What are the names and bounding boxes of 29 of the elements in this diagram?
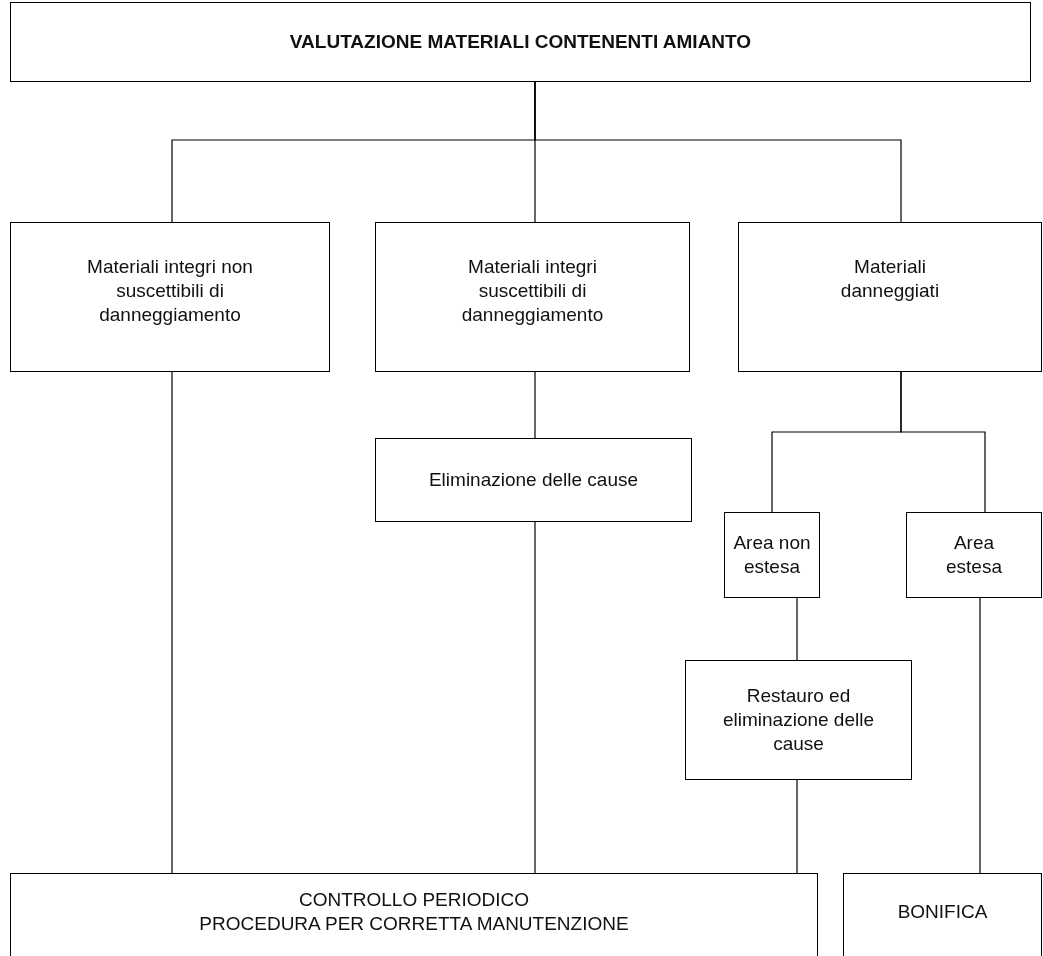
process-box xyxy=(375,438,692,522)
title-box xyxy=(10,2,1031,82)
connector-line xyxy=(796,597,798,661)
box-label: PROCEDURA PER CORRETTA MANUTENZIONE xyxy=(199,912,629,936)
connector-line xyxy=(534,81,902,223)
connector-line xyxy=(979,597,981,874)
box-label: Area non estesa xyxy=(732,531,812,579)
process-box xyxy=(906,512,1042,598)
box-label: Restauro ed eliminazione delle cause xyxy=(721,684,875,756)
process-box xyxy=(724,512,820,598)
box-label: VALUTAZIONE MATERIALI CONTENENTI AMIANTO xyxy=(289,30,752,54)
box-label: CONTROLLO PERIODICO xyxy=(298,888,530,912)
process-box xyxy=(843,873,1042,956)
connector-line xyxy=(171,371,173,874)
connector-line xyxy=(900,371,986,513)
connector-line xyxy=(534,371,536,439)
process-box xyxy=(10,222,330,372)
process-box xyxy=(738,222,1042,372)
process-box xyxy=(375,222,690,372)
box-label: BONIFICA xyxy=(897,900,988,924)
box-label: Materiali integri suscettibili di danneggiamento xyxy=(460,255,605,327)
process-box xyxy=(685,660,912,780)
box-label: Materiali danneggiati xyxy=(839,255,941,303)
connector-line xyxy=(534,521,536,874)
connector-line xyxy=(796,779,798,874)
box-label: Materiali integri non suscettibili di danneggiamento xyxy=(86,255,254,327)
box-label: Eliminazione delle cause xyxy=(428,468,639,492)
process-box xyxy=(10,873,818,956)
box-label: Area estesa xyxy=(945,531,1003,579)
